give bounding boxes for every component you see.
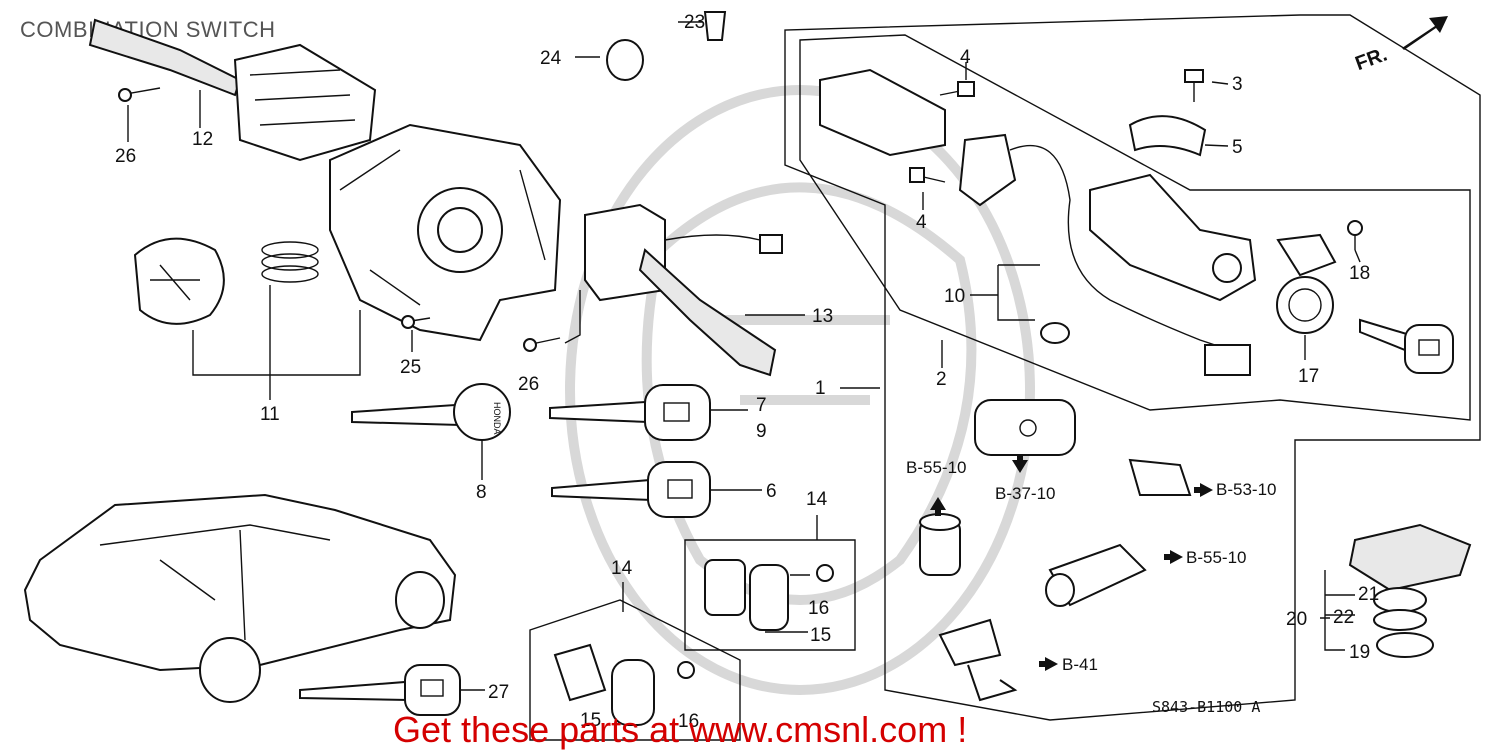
callout-2: 2 xyxy=(936,369,947,390)
callout-22: 22 xyxy=(1333,607,1354,628)
diagram-code: S843-B1100 A xyxy=(1152,698,1260,716)
immobilizer-ring xyxy=(1276,233,1337,334)
reference-arrow-icon xyxy=(930,454,1213,671)
callout-9: 9 xyxy=(756,421,767,442)
callout-23: 23 xyxy=(684,12,705,33)
callout-14-right: 14 xyxy=(806,489,828,510)
callout-11: 11 xyxy=(260,404,280,425)
honda-key-icon: HONDA xyxy=(351,383,511,441)
callout-10: 10 xyxy=(944,286,965,307)
fuel-lid-cylinder xyxy=(1045,543,1147,607)
light-switch xyxy=(584,203,783,377)
callout-16-left: 16 xyxy=(678,711,699,732)
callout-8: 8 xyxy=(476,482,487,503)
assembly-outline-2 xyxy=(799,34,1471,421)
cable-reel xyxy=(133,237,225,325)
key-27 xyxy=(299,664,461,716)
callout-21: 21 xyxy=(1358,584,1379,605)
callout-16-right: 16 xyxy=(808,598,829,619)
ref-b-53-10: B-53-10 xyxy=(1216,480,1276,499)
callout-18: 18 xyxy=(1349,263,1370,284)
assembly-outline-1 xyxy=(784,14,1481,721)
screw-26-mid xyxy=(523,337,561,352)
clamp-5 xyxy=(1128,115,1207,157)
key-6 xyxy=(551,461,711,518)
callout-26-top: 26 xyxy=(115,146,136,167)
callout-25: 25 xyxy=(400,357,421,378)
remote-transmitter xyxy=(1348,523,1472,658)
wiper-switch-lever xyxy=(88,18,377,162)
screw-16b xyxy=(677,661,695,679)
door-handle-lock xyxy=(974,399,1076,456)
callout-3: 3 xyxy=(1232,74,1243,95)
callout-5: 5 xyxy=(1232,137,1243,158)
combination-switch-body xyxy=(329,123,562,342)
clip-23 xyxy=(703,11,727,41)
leader-lines xyxy=(127,21,1361,741)
key-17 xyxy=(1359,318,1454,374)
ref-b-55-10-right: B-55-10 xyxy=(1186,548,1246,567)
screw-25 xyxy=(401,315,431,329)
steering-lock-body xyxy=(1089,173,1257,302)
ref-b-37-10: B-37-10 xyxy=(995,484,1055,503)
callout-6: 6 xyxy=(766,481,777,502)
svg-text:HONDA: HONDA xyxy=(492,402,502,435)
door-cylinder xyxy=(1128,458,1192,496)
sedan-car-icon xyxy=(23,493,457,703)
callout-7: 7 xyxy=(756,395,767,416)
callout-24: 24 xyxy=(540,48,562,69)
ref-b-41: B-41 xyxy=(1062,655,1098,674)
front-label: FR. xyxy=(1352,43,1390,75)
callout-26-mid: 26 xyxy=(518,374,539,395)
screw-18 xyxy=(1347,220,1363,250)
ignition-switch xyxy=(958,133,1251,376)
callout-14-left: 14 xyxy=(611,558,633,579)
ref-b-55-10-left: B-55-10 xyxy=(906,458,966,477)
trunk-cylinder xyxy=(919,513,961,576)
callout-13: 13 xyxy=(812,306,833,327)
callout-15-left: 15 xyxy=(580,710,601,731)
callout-4-bottom: 4 xyxy=(916,212,927,233)
clamp-10 xyxy=(1040,322,1070,344)
callout-20: 20 xyxy=(1286,609,1307,630)
steering-lock-cover xyxy=(819,68,946,157)
callout-17: 17 xyxy=(1298,366,1319,387)
screw-26-top xyxy=(118,87,161,102)
promo-text: Get these parts at www.cmsnl.com ! xyxy=(393,709,967,750)
bolt-3 xyxy=(1184,69,1204,102)
clamp-24 xyxy=(606,39,644,81)
key-7 xyxy=(549,384,711,441)
callout-1: 1 xyxy=(815,378,826,399)
spring xyxy=(261,241,319,283)
screw-16a xyxy=(816,564,834,582)
glove-box-cylinder xyxy=(938,618,1018,702)
callout-19: 19 xyxy=(1349,642,1370,663)
callout-4-top: 4 xyxy=(960,47,971,68)
bolt-4-top xyxy=(939,81,976,97)
bolt-4-bottom xyxy=(909,167,946,183)
callout-15-right: 15 xyxy=(810,625,831,646)
callout-27: 27 xyxy=(488,682,509,703)
callout-12: 12 xyxy=(192,129,213,150)
switch-bracket-upper xyxy=(704,559,789,631)
switch-bracket-lower xyxy=(553,643,655,726)
